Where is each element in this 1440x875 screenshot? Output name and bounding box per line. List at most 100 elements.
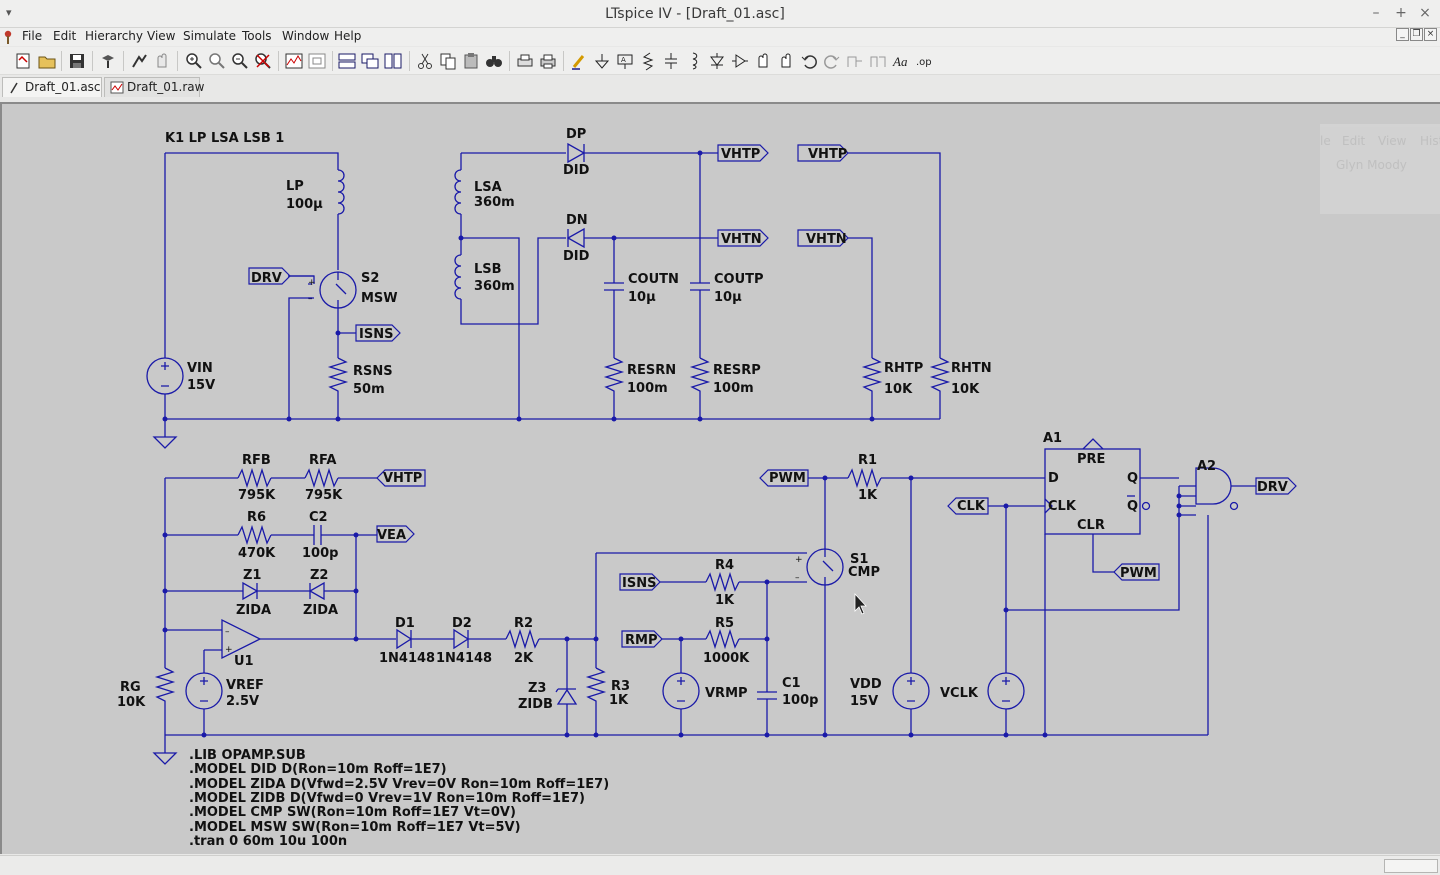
inductor-lsb[interactable]: [454, 254, 462, 300]
resistor-rsns[interactable]: [327, 357, 349, 419]
source-vref[interactable]: [185, 672, 223, 710]
rotate-icon[interactable]: [845, 51, 865, 71]
net-flag-vhtp-fb[interactable]: [376, 469, 426, 487]
inductor-icon[interactable]: [684, 51, 704, 71]
net-flag-rmp[interactable]: [621, 630, 663, 648]
undo-icon[interactable]: [799, 51, 819, 71]
tile-vertical-icon[interactable]: [383, 51, 403, 71]
halt-icon[interactable]: [152, 51, 172, 71]
diode-icon[interactable]: [707, 51, 727, 71]
tile-horizontal-icon[interactable]: [337, 51, 357, 71]
net-flag-vhtn-out[interactable]: [717, 229, 769, 247]
system-menu-icon[interactable]: ▾: [6, 6, 12, 19]
diode-d1[interactable]: [396, 628, 413, 650]
tab-draft-raw[interactable]: Draft_01.raw: [104, 77, 204, 97]
zoom-out-icon[interactable]: [230, 51, 250, 71]
resistor-r6[interactable]: [237, 524, 272, 546]
menu-file[interactable]: File: [22, 29, 43, 43]
resistor-rhtn[interactable]: [929, 357, 951, 419]
net-flag-pwm-out[interactable]: [759, 469, 809, 487]
switch-s1[interactable]: + –: [795, 548, 844, 586]
zoom-in-icon[interactable]: [184, 51, 204, 71]
net-flag-clk[interactable]: [947, 497, 989, 515]
pan-icon[interactable]: [207, 51, 227, 71]
close-button[interactable]: ×: [1419, 5, 1431, 21]
resistor-rfa[interactable]: [304, 467, 339, 489]
menu-hierarchy[interactable]: Hierarchy: [85, 29, 144, 43]
save-icon[interactable]: [67, 51, 87, 71]
diode-d2[interactable]: [453, 628, 470, 650]
diode-dp[interactable]: [566, 142, 586, 164]
resistor-rg[interactable]: [154, 667, 176, 735]
ltspice-app-icon[interactable]: [3, 30, 13, 44]
label-net-icon[interactable]: A: [615, 51, 635, 71]
menu-window[interactable]: Window: [282, 29, 330, 43]
print-preview-icon[interactable]: [515, 51, 535, 71]
autorange-icon[interactable]: [284, 51, 304, 71]
find-icon[interactable]: [484, 51, 504, 71]
schematic-canvas[interactable]: + –: [0, 102, 1440, 854]
cut-icon[interactable]: [415, 51, 435, 71]
mirror-icon[interactable]: [868, 51, 888, 71]
source-vdd[interactable]: [892, 672, 930, 710]
text-icon[interactable]: Aa: [891, 51, 911, 71]
capacitor-icon[interactable]: [661, 51, 681, 71]
capacitor-c2[interactable]: [313, 525, 322, 545]
menu-tools[interactable]: Tools: [242, 29, 272, 43]
menu-view[interactable]: View: [147, 29, 176, 43]
inductor-lsa[interactable]: [454, 169, 462, 215]
mdi-restore-button[interactable]: ❐: [1410, 28, 1423, 41]
zener-z2[interactable]: [308, 581, 325, 601]
resistor-icon[interactable]: [638, 51, 658, 71]
copy-icon[interactable]: [438, 51, 458, 71]
source-vrmp[interactable]: [662, 672, 700, 710]
menu-edit[interactable]: Edit: [53, 29, 77, 43]
zener-z3[interactable]: [555, 688, 578, 705]
net-flag-drv-in[interactable]: [248, 267, 314, 285]
source-vclk[interactable]: [987, 672, 1025, 710]
net-flag-drv-out[interactable]: [1255, 477, 1297, 495]
gate-a2[interactable]: [1179, 467, 1239, 516]
spice-directive-icon[interactable]: .op: [914, 51, 934, 71]
new-schematic-icon[interactable]: [13, 51, 33, 71]
cascade-icon[interactable]: [360, 51, 380, 71]
control-panel-icon[interactable]: [98, 51, 118, 71]
component-icon[interactable]: [730, 51, 750, 71]
resistor-rhtp[interactable]: [861, 357, 883, 419]
menu-help[interactable]: Help: [334, 29, 362, 43]
net-flag-vhtn-in[interactable]: [797, 229, 849, 247]
open-icon[interactable]: [37, 51, 57, 71]
net-flag-vea[interactable]: [376, 525, 415, 543]
resistor-r2[interactable]: [505, 628, 540, 650]
maximize-button[interactable]: +: [1395, 5, 1407, 21]
resistor-r5[interactable]: [705, 628, 740, 650]
net-flag-isns-out[interactable]: [355, 324, 401, 342]
coupling-directive[interactable]: K1 LP LSA LSB 1: [165, 131, 284, 146]
resistor-rfb[interactable]: [237, 467, 272, 489]
resistor-r3[interactable]: [585, 667, 607, 735]
net-flag-isns-in[interactable]: [619, 573, 661, 591]
resistor-r1[interactable]: [847, 467, 882, 489]
menu-simulate[interactable]: Simulate: [183, 29, 237, 43]
capacitor-coutp[interactable]: [689, 153, 711, 419]
schematic-drawing[interactable]: + –: [2, 104, 1440, 854]
run-icon[interactable]: [129, 51, 149, 71]
net-flag-vhtp-out[interactable]: [717, 144, 769, 162]
opamp-u1[interactable]: – +: [221, 618, 262, 660]
ground-icon[interactable]: [592, 51, 612, 71]
vin-source[interactable]: [146, 357, 184, 419]
diode-dn[interactable]: [566, 227, 585, 249]
zoom-cancel-icon[interactable]: [253, 51, 273, 71]
redo-icon[interactable]: [822, 51, 842, 71]
zoom-fit-icon[interactable]: [307, 51, 327, 71]
mdi-minimize-button[interactable]: _: [1396, 28, 1409, 41]
spice-directives[interactable]: .LIB OPAMP.SUB .MODEL DID D(Ron=10m Roff…: [189, 748, 609, 849]
minimize-button[interactable]: –: [1372, 5, 1380, 21]
resistor-r4[interactable]: [705, 571, 740, 593]
zener-z1[interactable]: [242, 581, 259, 601]
capacitor-coutn[interactable]: [603, 238, 625, 419]
net-flag-pwm-in[interactable]: [1113, 563, 1160, 581]
switch-s2[interactable]: + –: [288, 271, 357, 419]
move-icon[interactable]: [753, 51, 773, 71]
inductor-lp[interactable]: [337, 169, 345, 270]
